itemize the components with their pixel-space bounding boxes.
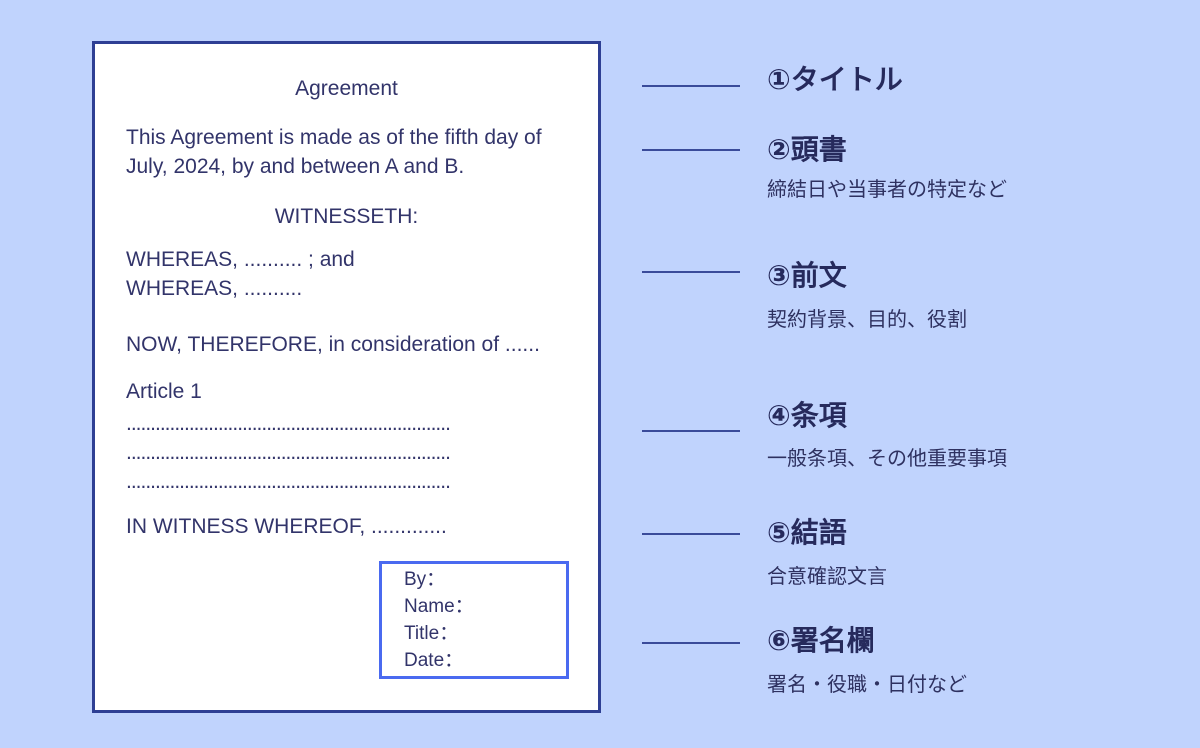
signature-by: By： <box>404 569 446 590</box>
label-heading-clause: ②頭書 <box>767 133 847 166</box>
desc-signature: 署名・役職・日付など <box>767 672 967 696</box>
now-therefore-clause: NOW, THEREFORE, in consideration of ....… <box>126 333 540 356</box>
label-articles: ④条項 <box>767 399 847 432</box>
desc-preamble: 契約背景、目的、役割 <box>767 307 967 331</box>
desc-heading-clause: 締結日や当事者の特定など <box>767 177 1007 201</box>
in-witness-clause: IN WITNESS WHEREOF, ............. <box>126 515 447 538</box>
label-signature: ⑥署名欄 <box>767 624 875 657</box>
witnesseth-heading: WITNESSETH: <box>274 205 419 228</box>
label-title: ①タイトル <box>767 63 903 96</box>
contract-document: Agreement This Agreement is made as of t… <box>92 41 601 713</box>
article-heading: Article 1 <box>126 380 202 403</box>
leader-line-articles <box>642 430 740 432</box>
whereas-clause-1: WHEREAS, .......... ; and <box>126 248 355 271</box>
signature-title: Title： <box>404 623 459 644</box>
preamble-line-2: July, 2024, by and between A and B. <box>126 155 465 178</box>
leader-line-heading-clause <box>642 149 740 151</box>
label-preamble: ③前文 <box>767 259 847 292</box>
leader-line-conclusion <box>642 533 740 535</box>
leader-line-title <box>642 85 740 87</box>
signature-name: Name： <box>404 596 474 617</box>
whereas-clause-2: WHEREAS, .......... <box>126 277 303 300</box>
article-line: ........................................… <box>126 441 451 464</box>
leader-line-preamble <box>642 271 740 273</box>
signature-block: By： Name： Title： Date： <box>379 561 569 679</box>
label-conclusion: ⑤結語 <box>767 516 847 549</box>
desc-articles: 一般条項、その他重要事項 <box>767 446 1007 470</box>
document-title: Agreement <box>295 77 398 100</box>
desc-conclusion: 合意確認文言 <box>767 564 887 588</box>
article-line: ........................................… <box>126 412 451 435</box>
signature-date: Date： <box>404 650 464 671</box>
preamble-line-1: This Agreement is made as of the fifth d… <box>126 126 542 149</box>
article-line: ........................................… <box>126 470 451 493</box>
leader-line-signature <box>642 642 740 644</box>
